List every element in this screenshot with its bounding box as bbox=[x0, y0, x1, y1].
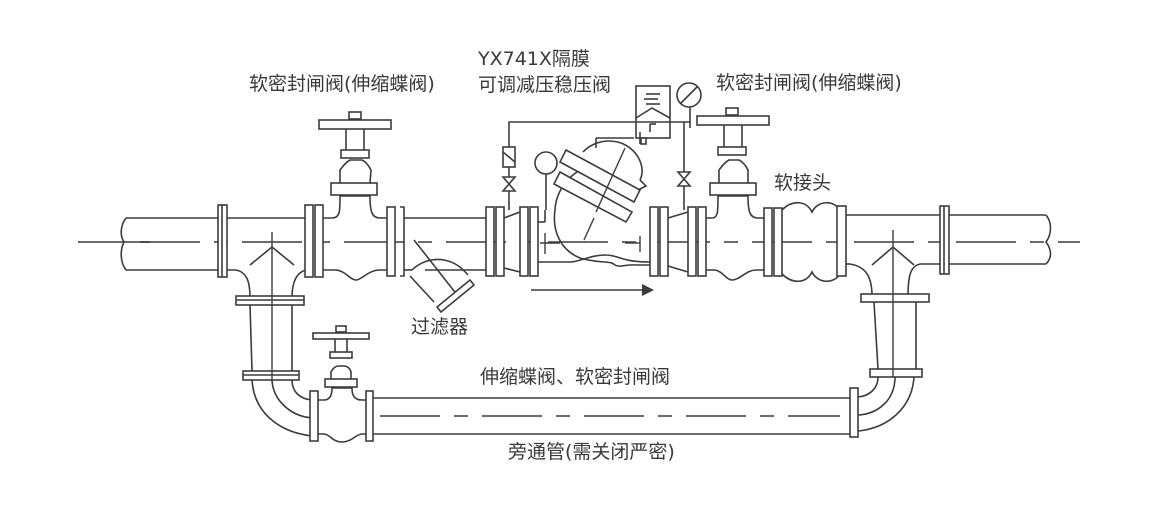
strainer-label: 过滤器 bbox=[411, 316, 469, 338]
handwheel-icon bbox=[696, 115, 770, 126]
strainer bbox=[400, 206, 505, 314]
right-gate-valve bbox=[696, 107, 783, 281]
pressure-reducing-valve bbox=[501, 82, 707, 277]
handwheel-icon bbox=[318, 119, 392, 130]
bypass-valves-label: 伸缩蝶阀、软密封闸阀 bbox=[480, 366, 671, 388]
bypass-pipe bbox=[309, 325, 859, 443]
handwheel-icon bbox=[312, 332, 370, 340]
strainer-cap-icon bbox=[435, 278, 476, 314]
pressure-gauge-icon bbox=[534, 151, 558, 175]
outlet-pipe bbox=[846, 205, 1052, 432]
right-gate-valve-label: 软密封闸阀(伸缩蝶阀) bbox=[716, 72, 902, 94]
bypass-pipe-label: 旁通管(需关闭严密) bbox=[508, 441, 675, 463]
left-gate-valve-label: 软密封闸阀(伸缩蝶阀) bbox=[249, 73, 435, 95]
soft-joint-label: 软接头 bbox=[774, 172, 832, 194]
inlet-pipe bbox=[120, 204, 306, 278]
flow-direction-arrow-icon bbox=[531, 284, 654, 296]
ball-valve-icon bbox=[501, 176, 517, 192]
prv-label-line1: YX741X隔膜 bbox=[478, 48, 590, 70]
ball-valve-icon bbox=[676, 171, 692, 187]
left-tee bbox=[235, 232, 313, 437]
flow-arrow-up-icon bbox=[249, 245, 295, 266]
prv-label-line2: 可调减压稳压阀 bbox=[478, 74, 612, 96]
flow-arrow-up-icon bbox=[871, 245, 915, 266]
soft-joint bbox=[781, 201, 847, 283]
left-gate-valve bbox=[304, 111, 396, 281]
